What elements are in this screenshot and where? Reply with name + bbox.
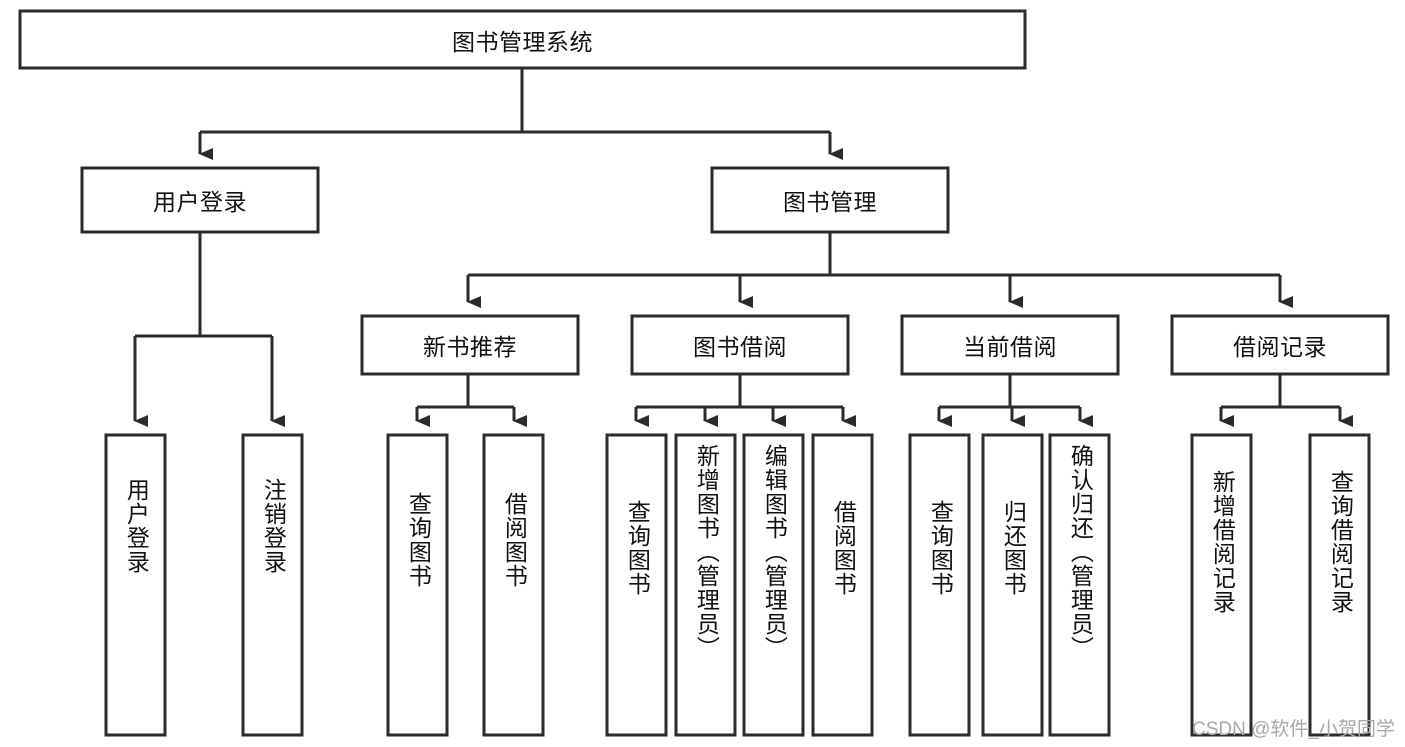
leaf-box-user-login-0[interactable]: [104, 433, 167, 737]
leaf-box-borrow-records-0[interactable]: [1190, 433, 1253, 737]
leaf-box-new-book-0[interactable]: [386, 433, 449, 737]
node-box-root[interactable]: [18, 9, 1027, 70]
leaf-box-borrow-records-1[interactable]: [1308, 433, 1371, 737]
leaf-box-book-borrow-1[interactable]: [674, 433, 737, 737]
leaf-box-current-borrow-2[interactable]: [1048, 433, 1111, 737]
node-box-current-borrow[interactable]: [900, 314, 1120, 376]
node-box-borrow-records[interactable]: [1170, 314, 1390, 376]
node-box-book-borrow[interactable]: [630, 314, 850, 376]
leaf-box-new-book-1[interactable]: [482, 433, 545, 737]
leaf-box-book-borrow-2[interactable]: [742, 433, 805, 737]
node-box-new-book-recommend[interactable]: [360, 314, 580, 376]
leaf-box-current-borrow-1[interactable]: [981, 433, 1044, 737]
node-box-user-login[interactable]: [80, 166, 320, 234]
leaf-box-user-login-1[interactable]: [241, 433, 304, 737]
leaf-box-current-borrow-0[interactable]: [908, 433, 971, 737]
leaf-box-book-borrow-3[interactable]: [811, 433, 874, 737]
leaf-box-book-borrow-0[interactable]: [605, 433, 668, 737]
node-box-book-management[interactable]: [710, 166, 950, 234]
